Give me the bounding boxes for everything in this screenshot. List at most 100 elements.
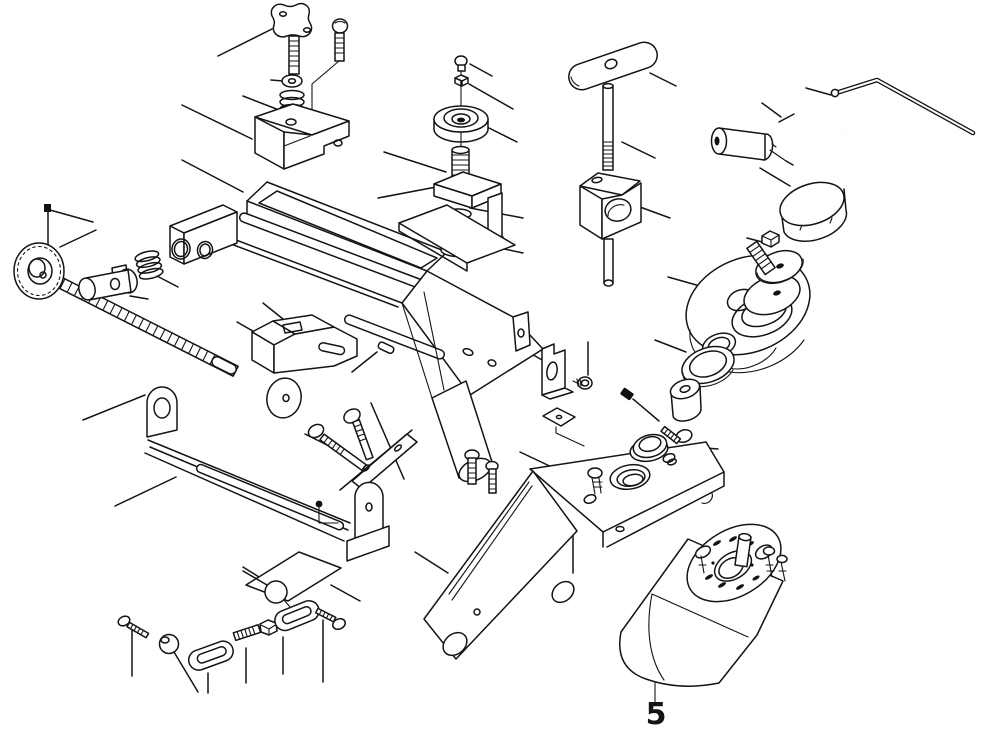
hub-hole	[39, 271, 47, 279]
knob-stem	[283, 599, 291, 608]
bracket-foot-plate	[346, 525, 390, 562]
nut-hole	[109, 277, 121, 291]
screw-tip	[211, 356, 237, 375]
leader-line	[270, 79, 284, 82]
spacer-top	[669, 378, 701, 400]
screw-washer	[583, 493, 597, 505]
nut-top	[454, 74, 469, 82]
arm-rails	[214, 231, 403, 308]
wheel-hub	[27, 257, 53, 285]
screw-head-detail	[334, 20, 346, 24]
right-upright	[354, 481, 384, 539]
leader-line	[114, 476, 177, 507]
depth-clamp-assembly	[398, 55, 516, 272]
traveling-nut	[78, 264, 138, 301]
leader-line	[242, 95, 280, 111]
threads	[749, 244, 772, 270]
threads	[467, 462, 477, 479]
collar-tab	[662, 452, 676, 464]
screw-shaft	[591, 477, 603, 495]
disc-hole	[282, 393, 290, 403]
leader-line	[129, 295, 149, 300]
feed-screw-assembly	[13, 204, 239, 377]
washer-hole	[287, 78, 297, 84]
motor-shaft	[734, 532, 752, 568]
leader-line	[330, 584, 361, 602]
screw-locator-line	[311, 60, 340, 113]
nut-facets	[260, 623, 278, 636]
threads	[602, 141, 614, 167]
pan-screw-shaft	[334, 32, 345, 62]
disc-slot	[773, 290, 781, 296]
small-screw-shank	[457, 64, 466, 72]
nut-facets	[761, 234, 780, 248]
plate-top	[398, 204, 516, 264]
arm-window-inner	[258, 190, 438, 269]
holder-pin	[769, 143, 787, 162]
knob-detail	[302, 27, 312, 33]
block-tab	[333, 139, 343, 147]
pin-tip	[785, 160, 794, 166]
bore-shadow	[607, 204, 625, 217]
leader-line	[654, 339, 687, 353]
link-slot	[196, 646, 227, 664]
collar-screw	[660, 425, 693, 445]
l-bracket	[541, 343, 566, 396]
leader-line	[469, 63, 493, 77]
spacer-hole	[679, 385, 691, 393]
support-bracket-assembly	[541, 343, 593, 447]
leader-line	[49, 209, 94, 223]
feed-handwheel	[13, 242, 65, 300]
flat-washer	[281, 74, 303, 88]
threaded-stud-nut	[232, 619, 278, 642]
channel-slot	[195, 463, 345, 531]
clamp-knob-assembly	[254, 2, 350, 170]
screw-head-inner	[580, 379, 590, 387]
nut-hole	[457, 117, 465, 123]
pulley-depth	[689, 329, 805, 374]
clevis-link-2	[274, 600, 320, 632]
arm-nose-edges	[401, 291, 445, 399]
collar-bore	[638, 435, 662, 453]
linkage-parts-row	[117, 580, 347, 671]
spacer-step	[555, 426, 585, 447]
screw-tip	[572, 378, 582, 387]
set-screw	[44, 204, 51, 212]
boss-tab	[666, 458, 678, 466]
leader-line	[59, 229, 97, 248]
threads	[318, 609, 333, 621]
screw	[698, 555, 707, 574]
arm-lower-slot	[343, 314, 446, 360]
support-leg	[423, 470, 578, 660]
plate-hole	[393, 444, 403, 452]
bracket-foot	[541, 387, 574, 400]
boss-hole	[171, 238, 191, 260]
screw-shaft	[126, 621, 150, 639]
threads	[129, 623, 144, 636]
wrench-end	[830, 88, 840, 98]
screw	[765, 554, 775, 578]
arm-end-hole	[517, 328, 525, 338]
plate-edge	[398, 222, 468, 272]
coil	[135, 256, 161, 269]
disc-depth	[756, 258, 804, 283]
screw-shaft	[314, 607, 337, 623]
leader-line	[156, 275, 179, 288]
arm-end-face	[512, 311, 531, 352]
bar-hole	[604, 58, 618, 70]
leg-body	[423, 470, 578, 660]
boss-hole-inner	[199, 243, 211, 257]
disc-outline	[266, 377, 302, 419]
leader-line	[173, 651, 199, 693]
arm-hole	[462, 347, 474, 357]
holder-hole	[714, 136, 720, 146]
ring-depth	[682, 369, 734, 388]
upright-hole	[153, 397, 171, 419]
arm-hole	[487, 359, 497, 367]
hub-recess	[28, 258, 46, 278]
leader-line	[181, 159, 244, 193]
leader-line	[370, 402, 405, 480]
rod-tip	[603, 279, 614, 287]
leader-line	[242, 570, 268, 586]
